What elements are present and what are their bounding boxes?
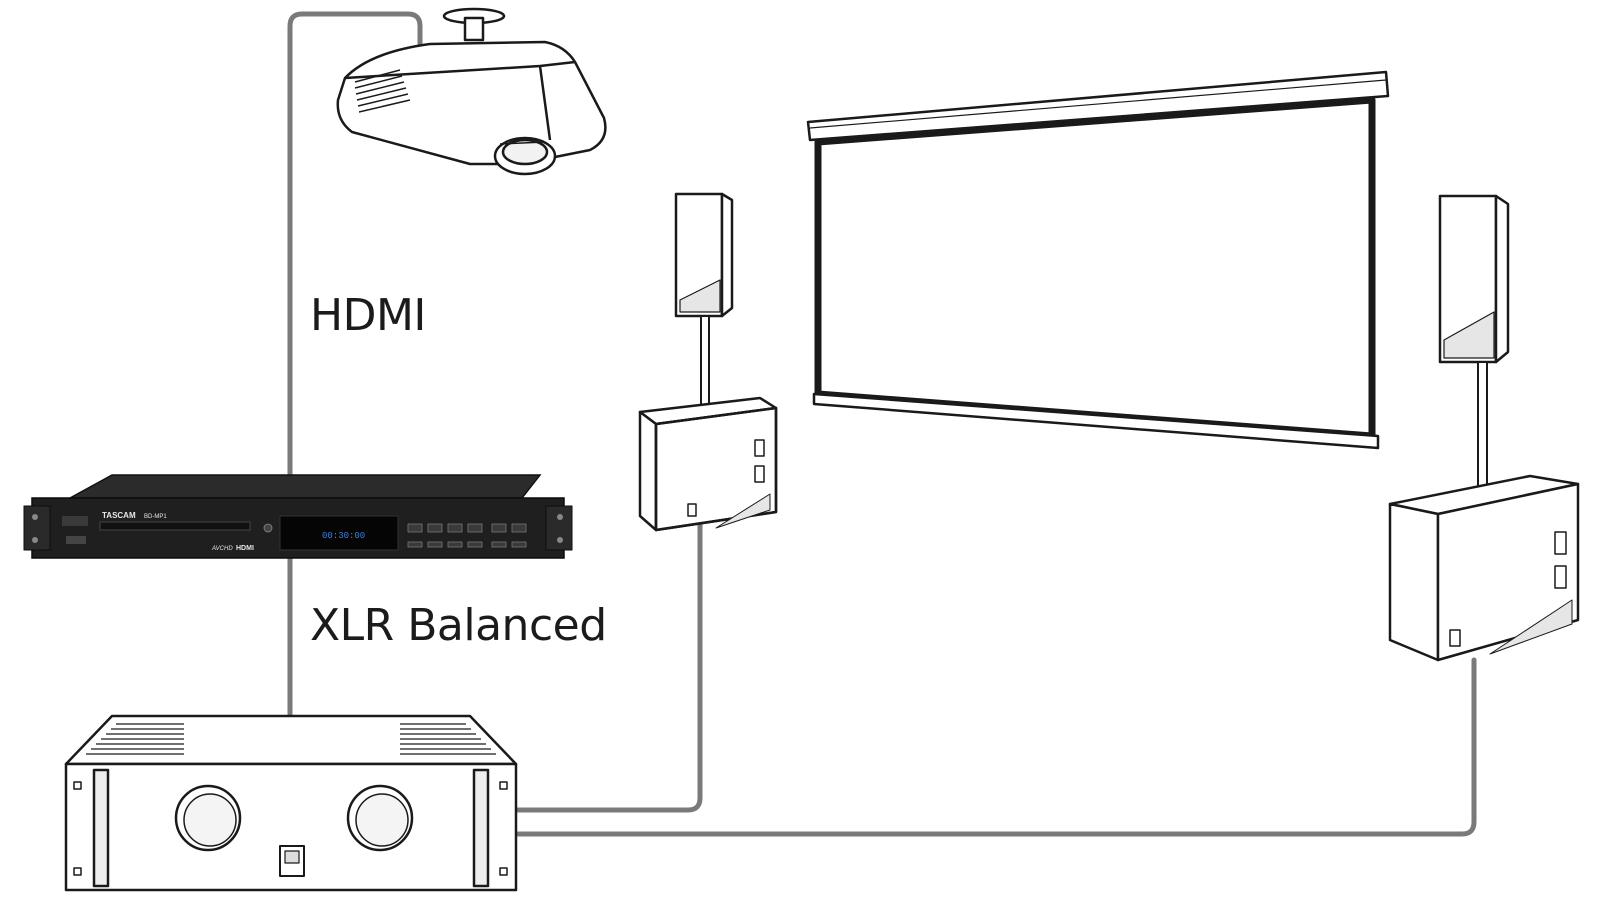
cables bbox=[287, 11, 1477, 837]
player-display-time: 00:30:00 bbox=[322, 531, 365, 541]
hdmi-logo: HDMI bbox=[236, 545, 254, 552]
projection-screen bbox=[806, 70, 1390, 450]
amplifier bbox=[64, 714, 518, 892]
hdmi-label: HDMI bbox=[310, 290, 426, 341]
left-speaker-cable bbox=[515, 522, 703, 813]
projector bbox=[336, 7, 607, 176]
left-speaker bbox=[638, 192, 778, 532]
right-speaker bbox=[1388, 194, 1580, 662]
right-speaker-cable bbox=[515, 657, 1477, 837]
player-brand: TASCAM bbox=[102, 511, 136, 520]
avchd-logo: AVCHD bbox=[211, 546, 233, 552]
player-model: BD-MP1 bbox=[144, 514, 167, 520]
player-display bbox=[279, 515, 399, 551]
xlr-balanced-label: XLR Balanced bbox=[310, 600, 607, 651]
bluray-player: TASCAM BD-MP1 AVCHD HDMI 00:30:00 bbox=[23, 474, 573, 559]
hdmi-cable bbox=[287, 11, 423, 483]
